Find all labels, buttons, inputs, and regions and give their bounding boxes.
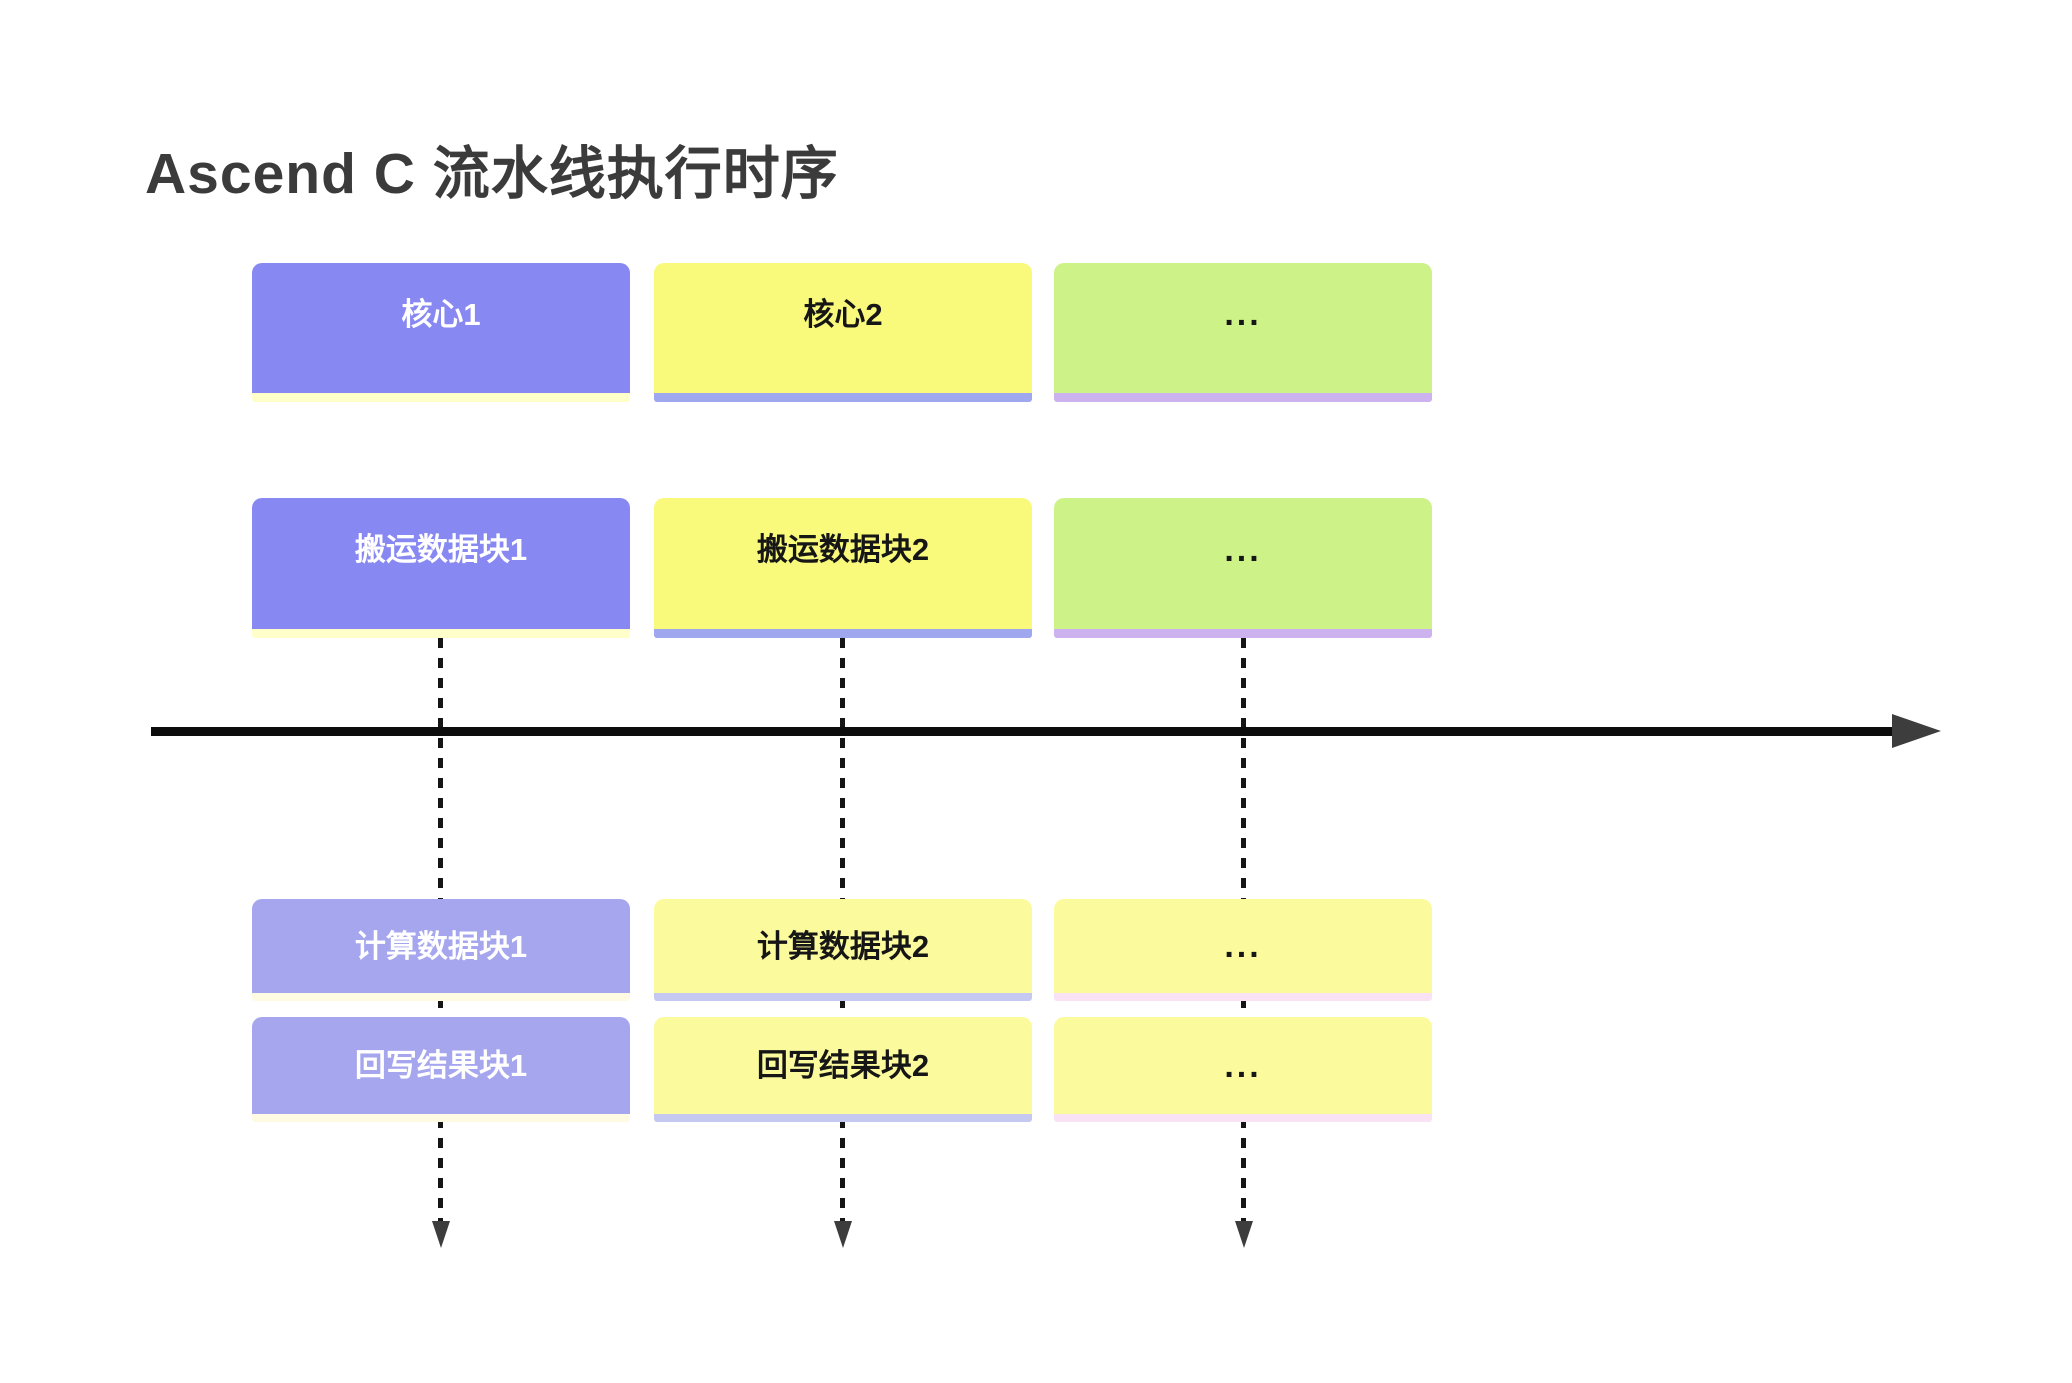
box-accent-strip <box>1054 993 1432 1001</box>
box-accent-strip <box>1054 629 1432 638</box>
arrow-down-icon <box>1234 1221 1253 1248</box>
box-copy-in-2-label: 搬运数据块2 <box>756 532 930 567</box>
box-core-1-label: 核心1 <box>401 296 481 332</box>
box-accent-strip <box>252 393 630 402</box>
box-copy-in-more-label: ... <box>1224 530 1262 569</box>
box-accent-strip <box>252 1114 630 1122</box>
box-accent-strip <box>654 629 1032 638</box>
box-compute-more: ... <box>1054 899 1432 1001</box>
box-copy-in-more: ... <box>1054 498 1432 638</box>
box-core-2: 核心2 <box>654 263 1032 402</box>
box-core-2-label: 核心2 <box>803 296 883 332</box>
box-write-back-2: 回写结果块2 <box>654 1017 1032 1122</box>
timeline-axis <box>151 714 1943 748</box>
box-write-back-more-label: ... <box>1224 1046 1262 1085</box>
arrow-down-icon <box>431 1221 450 1248</box>
box-compute-more-label: ... <box>1224 927 1262 965</box>
box-copy-in-2: 搬运数据块2 <box>654 498 1032 638</box>
timeline-line <box>151 727 1896 736</box>
box-compute-2-label: 计算数据块2 <box>756 928 930 964</box>
box-accent-strip <box>252 629 630 638</box>
box-copy-in-1: 搬运数据块1 <box>252 498 630 638</box>
box-accent-strip <box>252 993 630 1001</box>
box-write-back-1-label: 回写结果块1 <box>354 1048 528 1083</box>
box-write-back-1: 回写结果块1 <box>252 1017 630 1122</box>
box-write-back-2-label: 回写结果块2 <box>756 1048 930 1083</box>
diagram-title: Ascend C 流水线执行时序 <box>145 142 839 206</box>
box-compute-1-label: 计算数据块1 <box>354 928 528 964</box>
arrow-right-icon <box>1892 714 1941 748</box>
box-write-back-more: ... <box>1054 1017 1432 1122</box>
box-accent-strip <box>1054 393 1432 402</box>
box-accent-strip <box>654 393 1032 402</box>
box-compute-2: 计算数据块2 <box>654 899 1032 1001</box>
box-accent-strip <box>1054 1114 1432 1122</box>
box-copy-in-1-label: 搬运数据块1 <box>354 532 528 567</box>
box-core-1: 核心1 <box>252 263 630 402</box>
arrow-down-icon <box>833 1221 852 1248</box>
box-compute-1: 计算数据块1 <box>252 899 630 1001</box>
box-accent-strip <box>654 1114 1032 1122</box>
box-core-more: ... <box>1054 263 1432 402</box>
box-core-more-label: ... <box>1224 295 1262 333</box>
box-accent-strip <box>654 993 1032 1001</box>
